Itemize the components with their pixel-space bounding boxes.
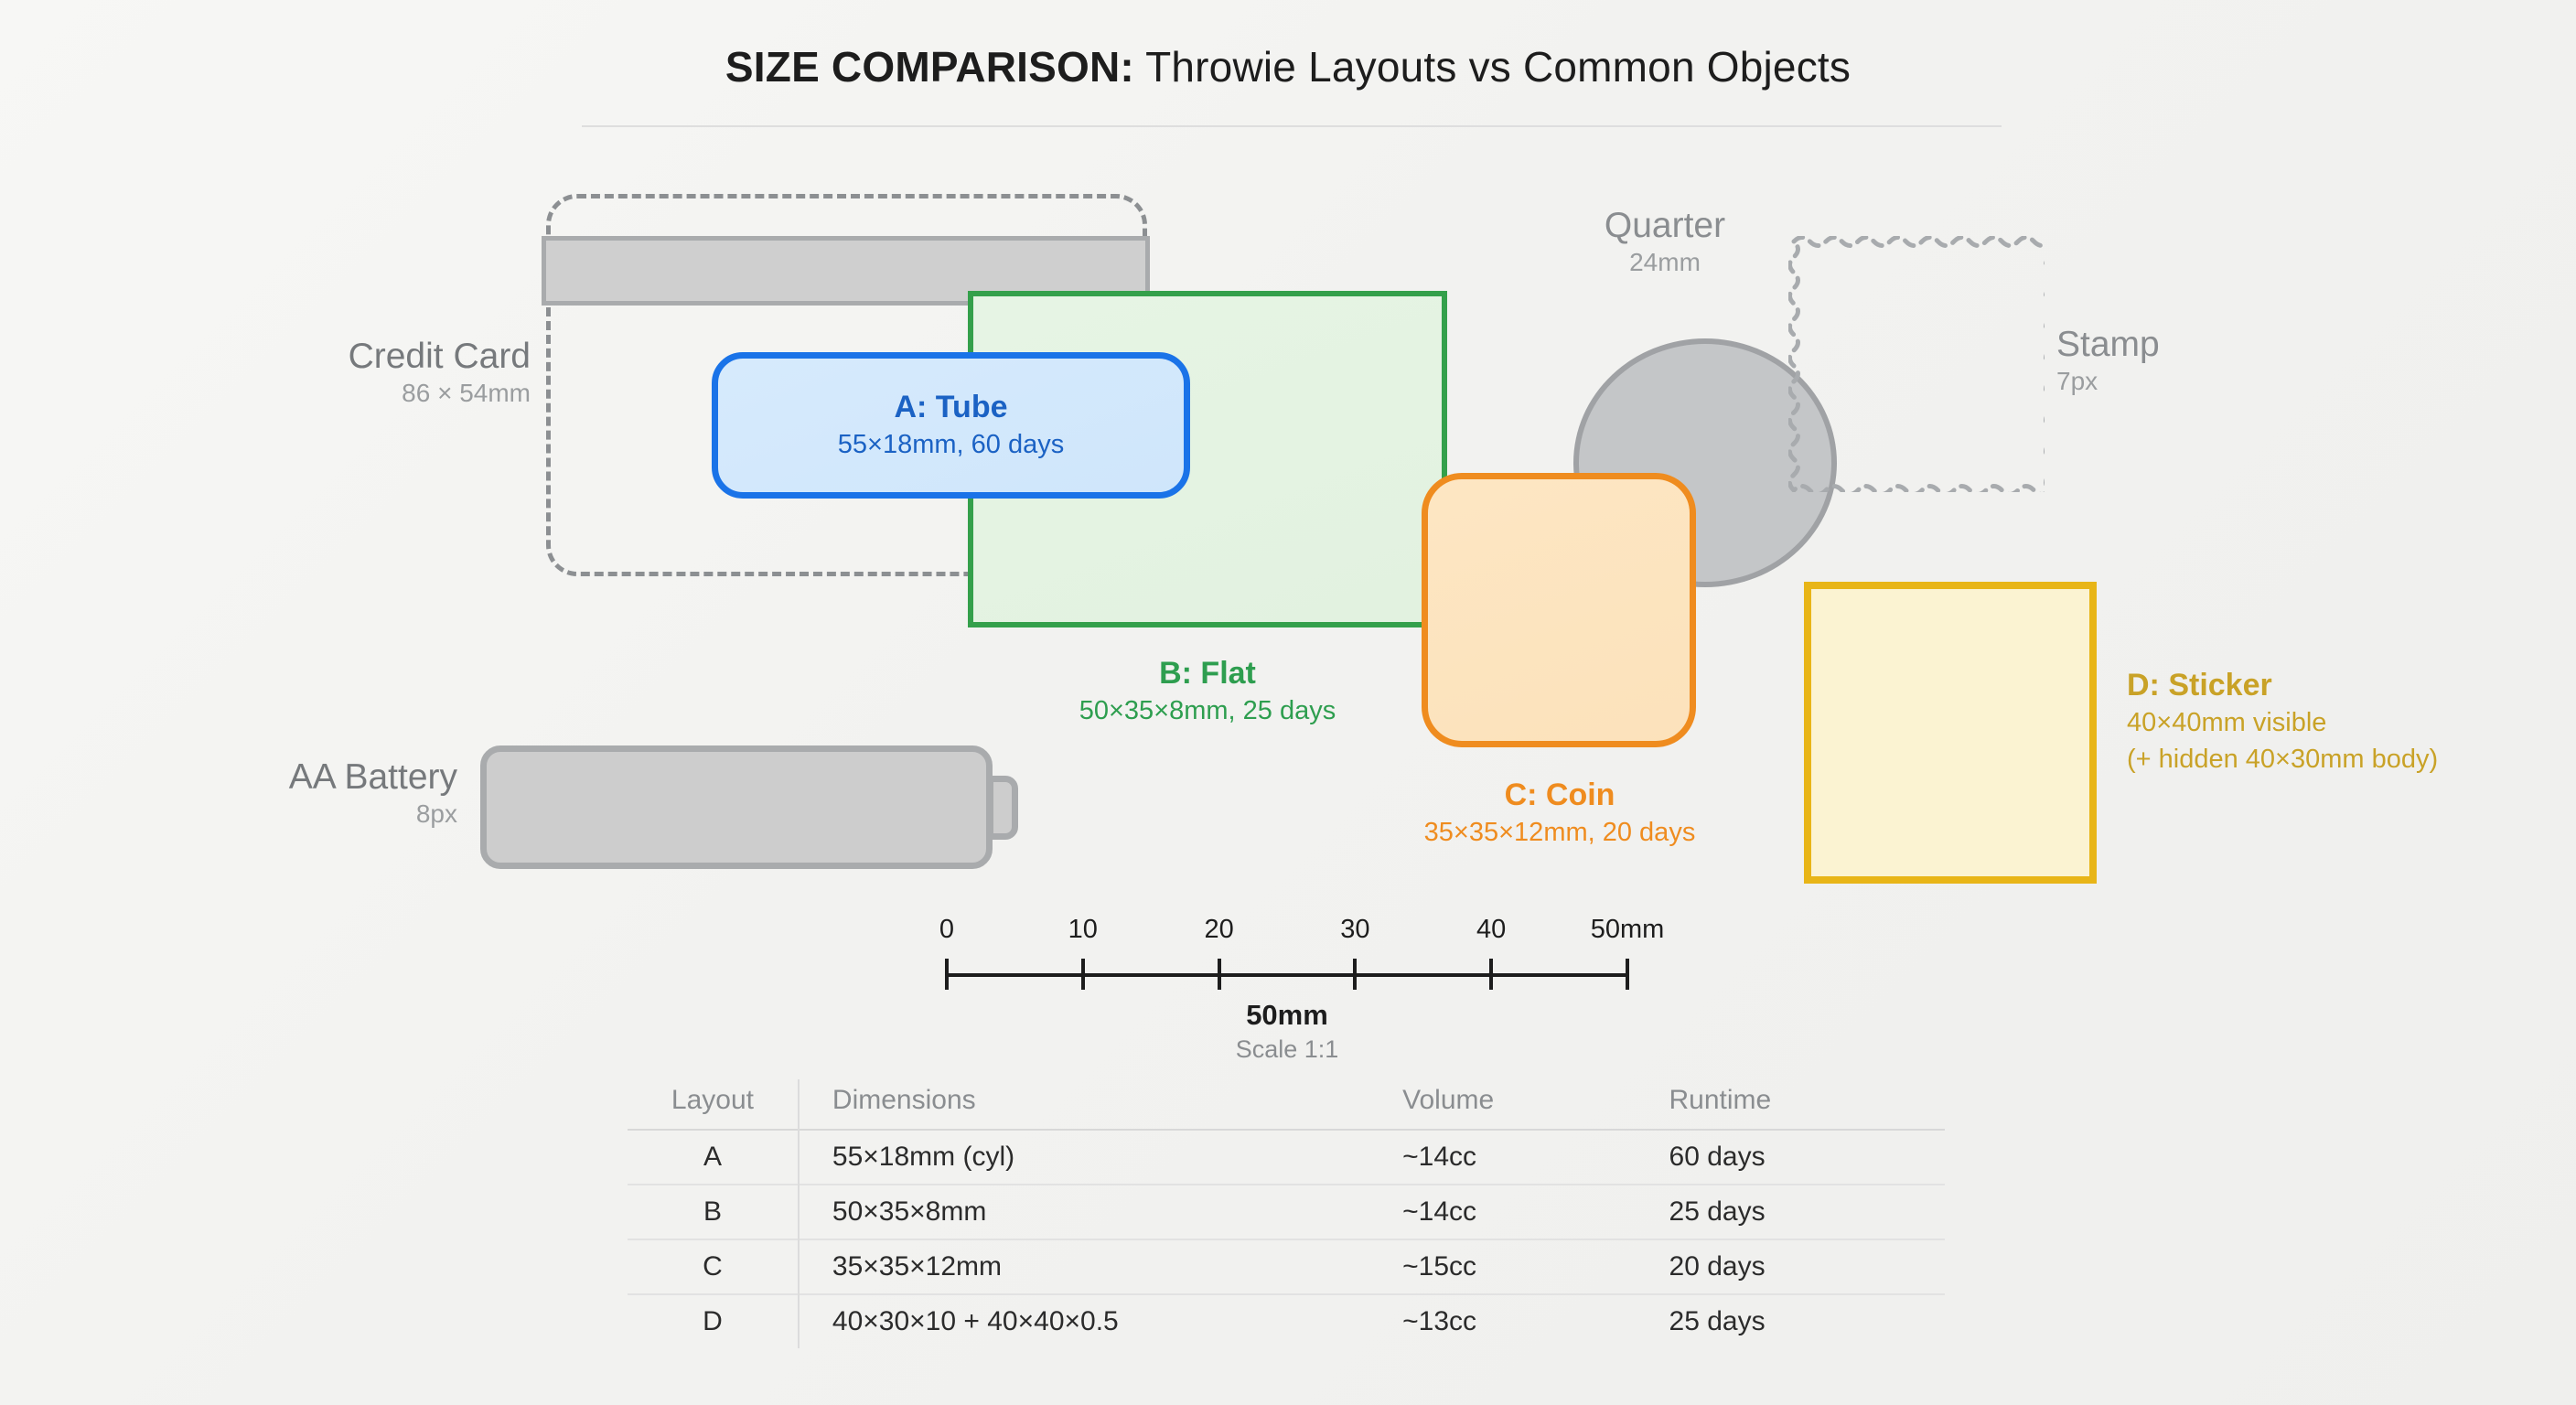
ruler-tick-4 <box>1489 959 1494 990</box>
ruler-tick-labels: 0 10 20 30 40 50mm <box>939 915 1664 951</box>
cell-runtime: 60 days <box>1669 1142 1766 1172</box>
table-row: D 40×30×10 + 40×40×0.5 ~13cc 25 days <box>628 1294 1945 1348</box>
stamp-dimensions: 7px <box>2056 367 2098 395</box>
stamp-name: Stamp <box>2056 325 2160 364</box>
ruler-bar <box>947 973 1627 977</box>
cell-volume: ~14cc <box>1402 1142 1476 1172</box>
title-divider <box>582 125 2002 127</box>
aa-battery-body <box>480 745 993 869</box>
title-rest: Throwie Layouts vs Common Objects <box>1133 43 1852 91</box>
stamp-label: Stamp 7px <box>2056 325 2358 398</box>
cell-runtime: 25 days <box>1669 1306 1766 1336</box>
table-row: B 50×35×8mm ~14cc 25 days <box>628 1185 1945 1239</box>
table-header-row: Layout Dimensions Volume Runtime <box>628 1079 1945 1130</box>
quarter-dimensions: 24mm <box>1629 248 1701 276</box>
ruler-scale-label: Scale 1:1 <box>1235 1035 1339 1063</box>
cell-dimensions: 35×35×12mm <box>832 1251 1003 1282</box>
page-title: SIZE COMPARISON: Throwie Layouts vs Comm… <box>0 42 2576 91</box>
table-head: Layout Dimensions Volume Runtime <box>628 1079 1945 1130</box>
cell-volume: ~13cc <box>1402 1306 1476 1336</box>
layout-a-title: A: Tube <box>894 390 1008 424</box>
table-row: A 55×18mm (cyl) ~14cc 60 days <box>628 1130 1945 1185</box>
layout-b-title: B: Flat <box>1159 656 1256 691</box>
layout-a-tube-shape: A: Tube 55×18mm, 60 days <box>712 352 1190 499</box>
header-dimensions: Dimensions <box>832 1085 976 1115</box>
header-layout: Layout <box>628 1079 800 1130</box>
summary-table: Layout Dimensions Volume Runtime A 55×18m… <box>628 1079 1945 1348</box>
table-row: C 35×35×12mm ~15cc 20 days <box>628 1239 1945 1294</box>
layout-d-sticker-shape <box>1804 582 2097 884</box>
header-runtime: Runtime <box>1669 1085 1772 1115</box>
cell-runtime: 20 days <box>1669 1251 1766 1282</box>
scale-ruler: 0 10 20 30 40 50mm 50mm Scale 1:1 <box>939 915 1664 1064</box>
ruler-tick-0 <box>945 959 949 990</box>
cell-dimensions: 55×18mm (cyl) <box>832 1142 1015 1172</box>
layout-c-title: C: Coin <box>1504 778 1615 812</box>
cell-layout: C <box>628 1239 800 1294</box>
layout-c-sub: 35×35×12mm, 20 days <box>1423 818 1696 847</box>
ruler-tick-5 <box>1626 959 1629 990</box>
ruler-line <box>945 959 1629 990</box>
cell-layout: B <box>628 1185 800 1239</box>
ruler-tick-1 <box>1080 959 1085 990</box>
layout-d-caption: D: Sticker 40×40mm visible (+ hidden 40×… <box>2127 666 2576 778</box>
ruler-tick-label-3: 30 <box>1340 915 1370 944</box>
credit-card-dimensions: 86 × 54mm <box>402 379 531 407</box>
quarter-label: Quarter 24mm <box>1519 206 1811 279</box>
aa-battery-label: AA Battery 8px <box>55 757 457 831</box>
cell-volume: ~15cc <box>1402 1251 1476 1282</box>
ruler-tick-label-0: 0 <box>939 915 955 944</box>
layout-b-sub: 50×35×8mm, 25 days <box>1079 696 1336 725</box>
aa-battery-terminal <box>987 776 1018 840</box>
aa-battery-name: AA Battery <box>288 757 457 797</box>
cell-layout: D <box>628 1294 800 1348</box>
layout-c-caption: C: Coin 35×35×12mm, 20 days <box>1326 776 1793 851</box>
summary-table-wrap: Layout Dimensions Volume Runtime A 55×18m… <box>628 1079 1945 1348</box>
credit-card-label: Credit Card 86 × 54mm <box>110 337 531 410</box>
cell-dimensions: 50×35×8mm <box>832 1196 987 1227</box>
title-strong: SIZE COMPARISON: <box>724 43 1134 91</box>
quarter-name: Quarter <box>1604 206 1726 245</box>
aa-battery-dimensions: 8px <box>415 799 457 828</box>
title-block: SIZE COMPARISON: Throwie Layouts vs Comm… <box>0 42 2576 91</box>
stamp-outline-icon <box>1788 236 2045 492</box>
ruler-tick-2 <box>1217 959 1221 990</box>
header-volume: Volume <box>1402 1085 1495 1115</box>
ruler-tick-label-4: 40 <box>1476 915 1507 944</box>
cell-volume: ~14cc <box>1402 1196 1476 1227</box>
layout-b-flat-shape <box>968 291 1447 627</box>
cell-layout: A <box>628 1130 800 1185</box>
ruler-tick-label-1: 10 <box>1068 915 1098 944</box>
ruler-tick-label-2: 20 <box>1204 915 1234 944</box>
cell-runtime: 25 days <box>1669 1196 1766 1227</box>
layout-c-coin-shape <box>1422 473 1696 747</box>
credit-card-name: Credit Card <box>348 337 531 376</box>
layout-d-sub: 40×40mm visible <box>2127 708 2327 737</box>
cell-dimensions: 40×30×10 + 40×40×0.5 <box>832 1306 1119 1336</box>
ruler-span-label: 50mm <box>1246 999 1328 1031</box>
layout-d-title: D: Sticker <box>2127 668 2272 702</box>
ruler-tick-label-5: 50mm <box>1590 915 1665 944</box>
layout-a-sub: 55×18mm, 60 days <box>837 430 1065 459</box>
ruler-tick-3 <box>1353 959 1358 990</box>
layout-d-sub2: (+ hidden 40×30mm body) <box>2127 745 2439 774</box>
layout-b-caption: B: Flat 50×35×8mm, 25 days <box>968 654 1447 729</box>
